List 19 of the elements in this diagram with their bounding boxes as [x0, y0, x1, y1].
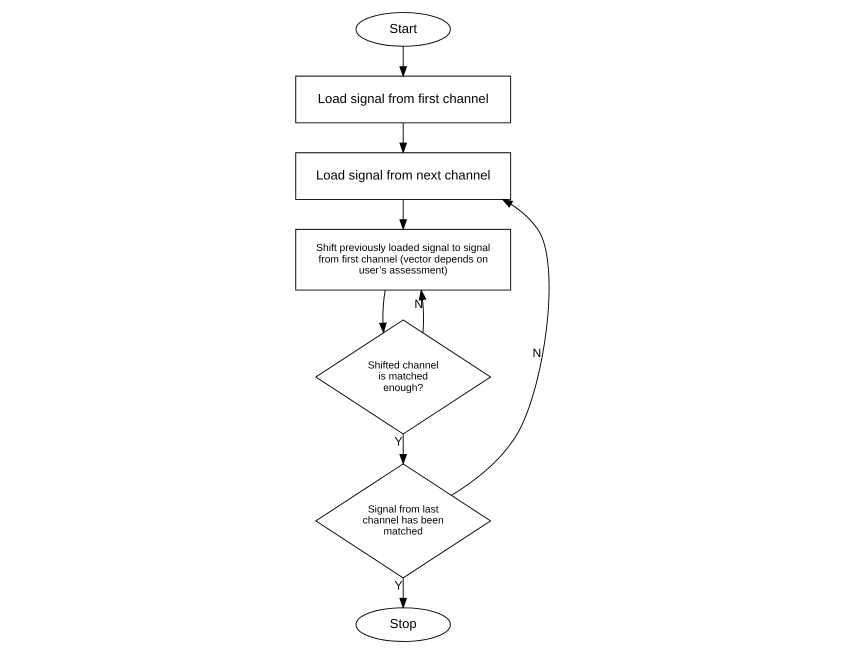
node-diamond: Shifted channel is matched enough? [314, 319, 491, 435]
node-diamond: Signal from last channel has been matched [314, 463, 491, 578]
node-box: Shift previously loaded signal to signal from first channel (vector depends on user’s assessment) [294, 228, 511, 291]
edge-label: Y [394, 434, 402, 448]
arrow [450, 198, 550, 496]
arrow [398, 199, 407, 230]
node-ellipse: Stop [355, 607, 450, 642]
arrow [398, 578, 407, 610]
arrow [398, 434, 407, 466]
arrow [378, 290, 386, 334]
node-box: Load signal from first channel [294, 76, 511, 124]
arrow [418, 288, 426, 333]
node-box: Load signal from next channel [294, 152, 511, 200]
node-ellipse: Start [355, 12, 450, 47]
edge-label: Y [394, 578, 402, 592]
arrow [398, 122, 407, 154]
arrow [398, 46, 407, 78]
edge-label: N [414, 297, 423, 312]
edge-label: N [532, 346, 541, 360]
